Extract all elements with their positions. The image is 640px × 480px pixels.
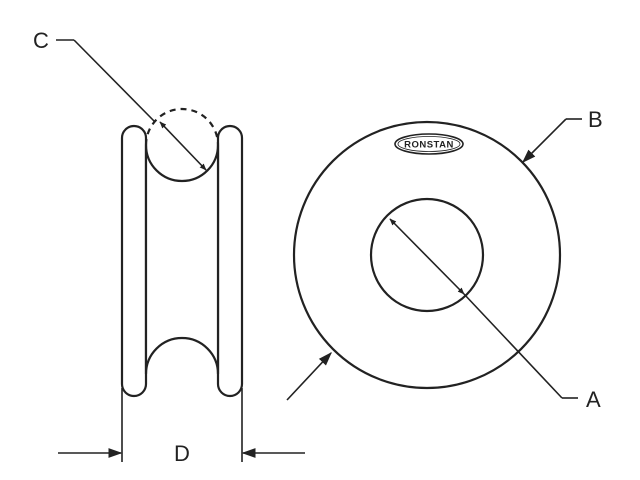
right-flange: [216, 124, 244, 398]
dimension-c: [56, 39, 207, 171]
ronstan-logo: RONSTAN: [394, 133, 464, 155]
label-c: C: [33, 28, 49, 53]
c-pointer-line: [73, 39, 156, 123]
logo-text: RONSTAN: [404, 140, 454, 151]
sheave-front-view: [292, 120, 562, 390]
label-d: D: [174, 441, 190, 466]
label-b: B: [588, 107, 603, 132]
sheave-side-view: [120, 107, 244, 398]
dimension-a: [389, 218, 578, 399]
outer-circle: [292, 120, 562, 390]
b-arrow-top: [522, 118, 567, 163]
label-a: A: [586, 387, 601, 412]
rope-circle-dashed: [144, 107, 220, 146]
b-arrow-bottom: [286, 351, 332, 401]
dimension-d: [58, 388, 305, 462]
groove-body: [144, 144, 220, 375]
a-dimension-arrow: [389, 218, 465, 295]
dimension-b: [286, 118, 582, 401]
a-pointer-line: [463, 293, 563, 399]
bore-circle: [369, 197, 485, 313]
left-flange: [120, 124, 148, 398]
c-dimension-arrow: [159, 121, 207, 171]
